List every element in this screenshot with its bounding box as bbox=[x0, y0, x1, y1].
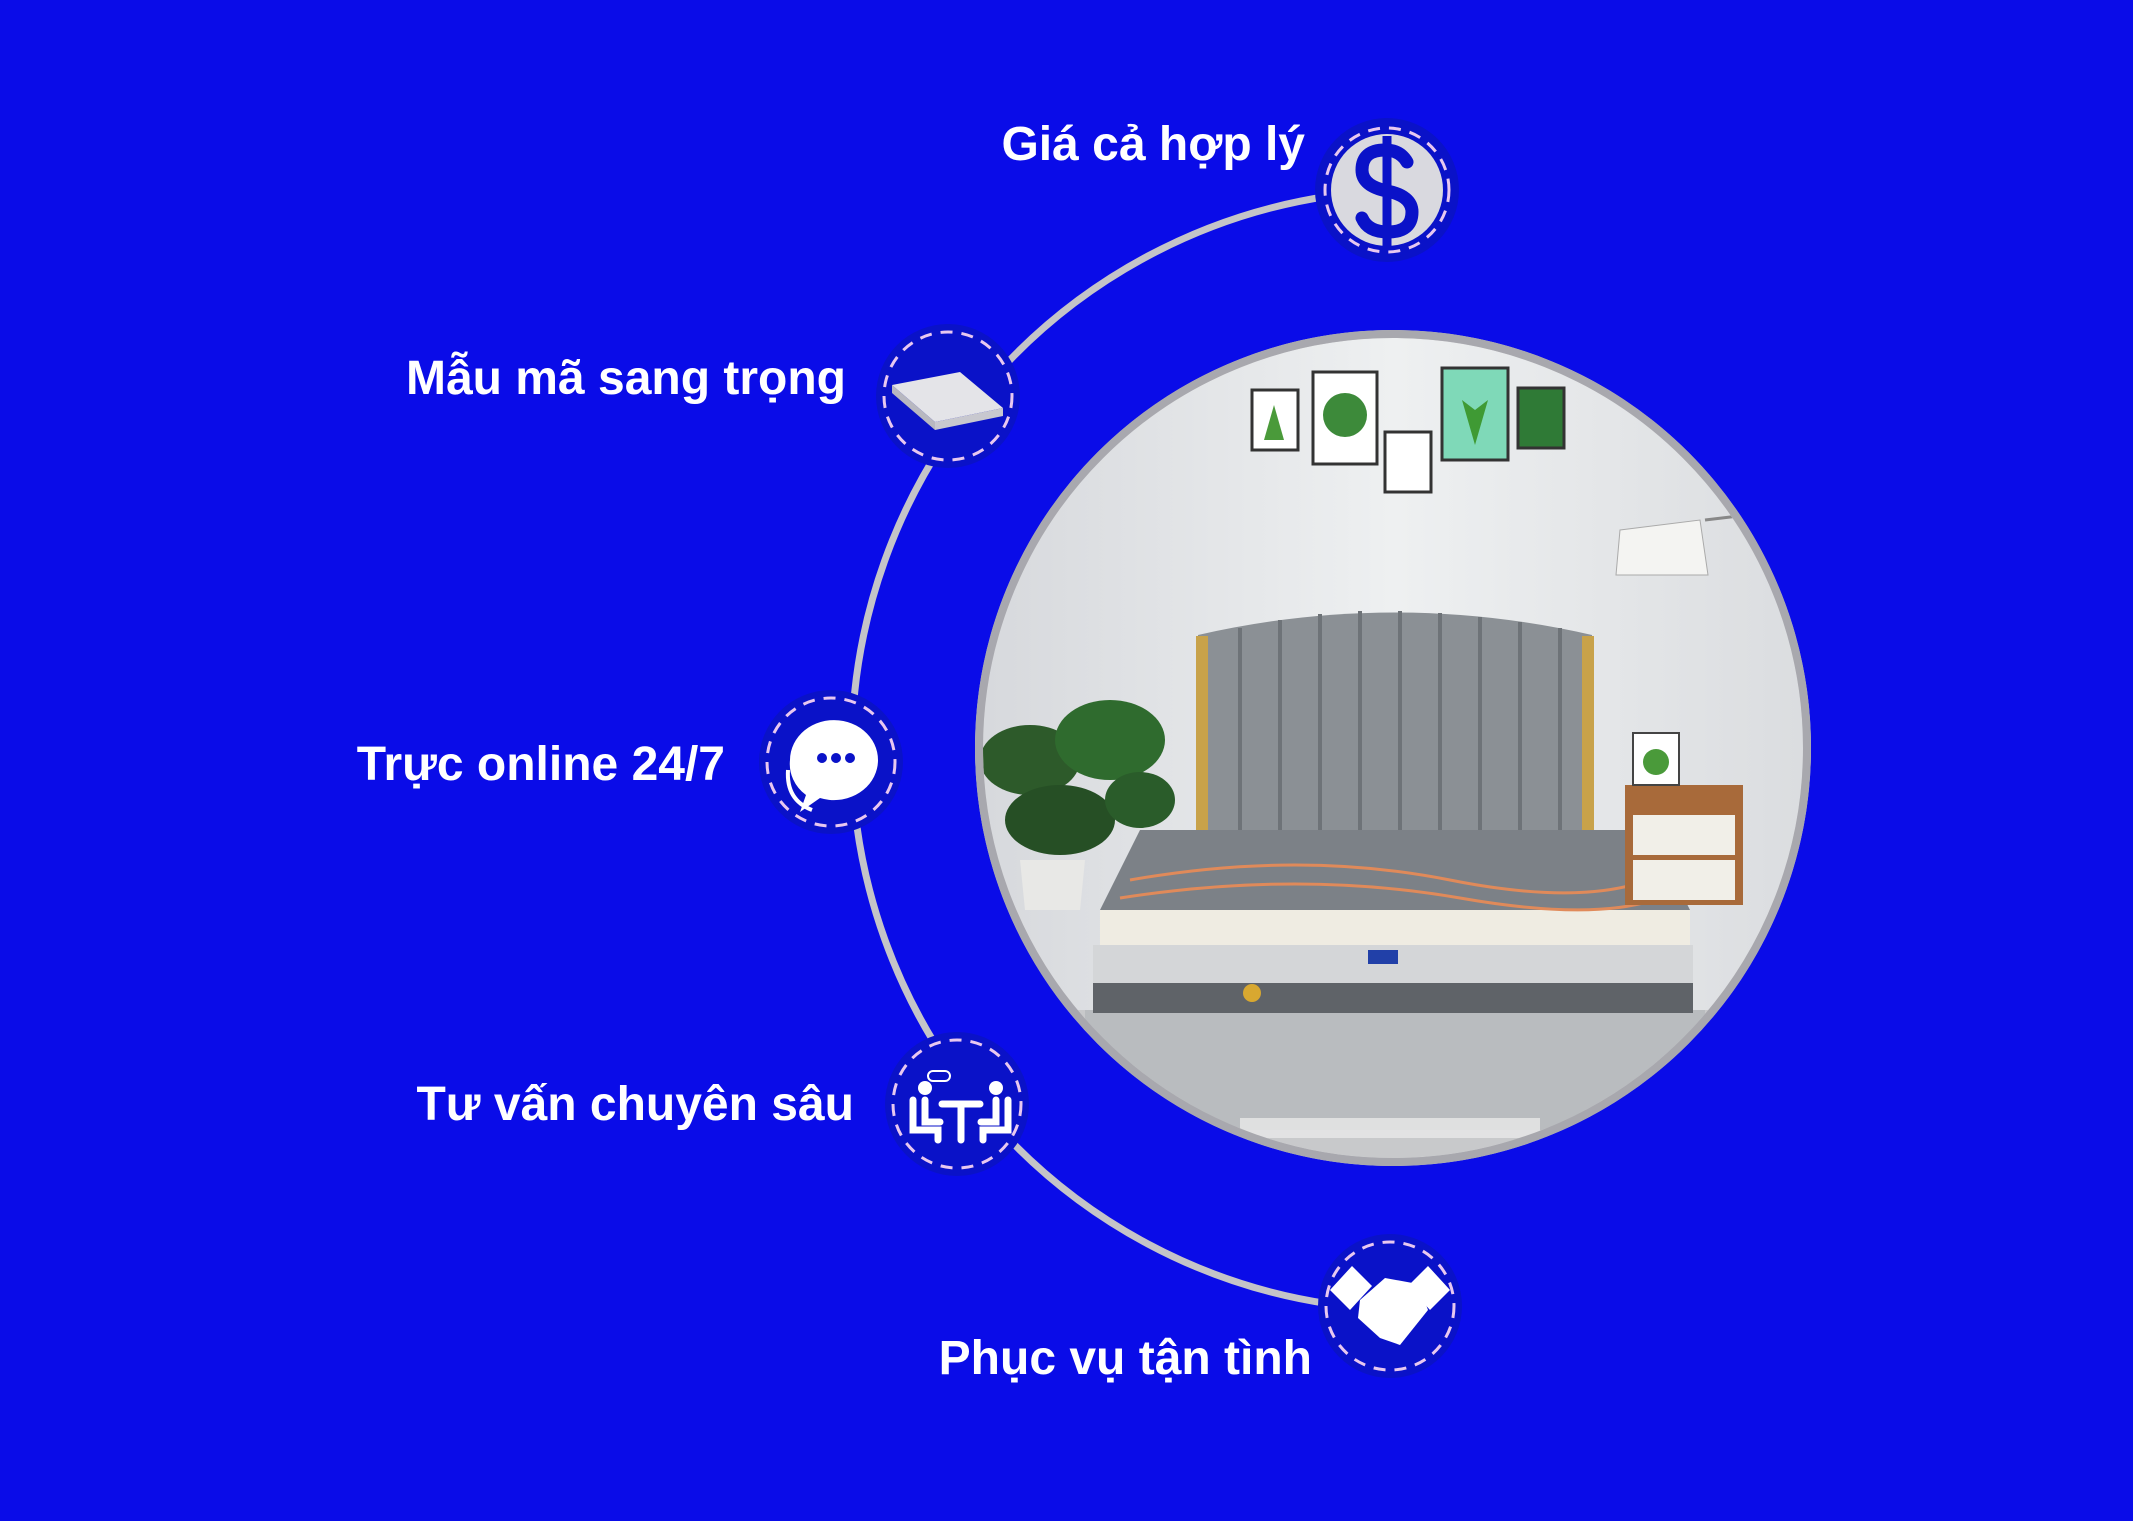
bed-base bbox=[1085, 1010, 1705, 1130]
consultation-icon bbox=[909, 1070, 1012, 1144]
mattress bbox=[1093, 830, 1693, 1013]
chat-bubble-icon bbox=[785, 720, 878, 812]
wall-frames bbox=[1250, 366, 1566, 494]
feature-label: Giá cả hợp lý bbox=[1001, 118, 1305, 171]
rug bbox=[1240, 1118, 1540, 1138]
mattress-icon bbox=[892, 372, 1003, 430]
feature-service: Phục vụ tận tình bbox=[939, 1234, 1462, 1385]
bedroom-photo bbox=[975, 330, 1811, 1166]
feature-consult: Tư vấn chuyên sâu bbox=[416, 1032, 1029, 1176]
dollar-icon bbox=[1331, 134, 1443, 246]
feature-design: Mẫu mã sang trọng bbox=[406, 324, 1020, 468]
potted-plant bbox=[983, 700, 1175, 910]
feature-label: Trực online 24/7 bbox=[357, 738, 725, 791]
handshake-icon bbox=[1330, 1266, 1450, 1345]
feature-label: Phục vụ tận tình bbox=[939, 1332, 1312, 1385]
feature-price: Giá cả hợp lý bbox=[1001, 118, 1459, 262]
nightstand bbox=[1625, 732, 1743, 905]
feature-label: Mẫu mã sang trọng bbox=[406, 351, 846, 405]
feature-label: Tư vấn chuyên sâu bbox=[416, 1078, 854, 1131]
headboard bbox=[1196, 611, 1594, 836]
feature-online: Trực online 24/7 bbox=[357, 690, 903, 834]
